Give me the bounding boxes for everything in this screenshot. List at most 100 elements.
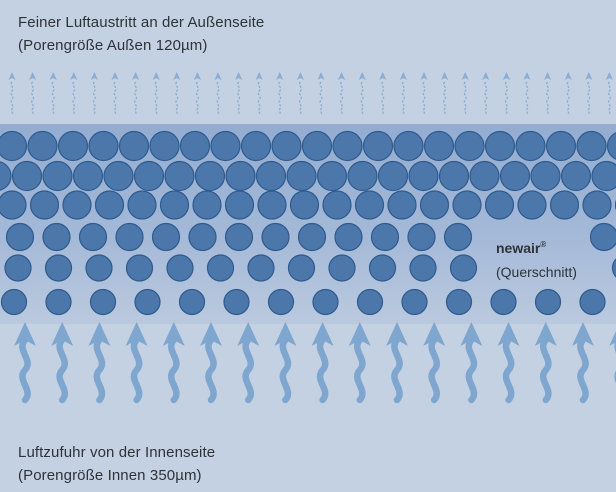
pore-bead xyxy=(42,222,71,252)
product-name: newair xyxy=(496,240,541,256)
pore-bead xyxy=(370,222,400,252)
pore-bead xyxy=(4,254,32,282)
pore-bead xyxy=(255,160,287,192)
pore-bead xyxy=(11,160,43,192)
pore-bead xyxy=(591,160,616,192)
inflow-arrow-icon xyxy=(609,331,616,384)
pore-bead xyxy=(316,160,348,192)
inflow-arrow-icon xyxy=(200,322,222,404)
fine-arrow-icon xyxy=(255,72,263,116)
pore-bead xyxy=(271,130,302,162)
inflow-arrow-icon xyxy=(386,322,408,404)
pore-bead xyxy=(78,222,108,252)
bead-rows xyxy=(0,130,616,316)
pore-bead xyxy=(312,288,339,316)
pore-bead xyxy=(332,130,363,162)
fine-arrow-icon xyxy=(296,72,304,116)
pore-bead xyxy=(517,190,547,220)
pore-bead xyxy=(452,190,482,220)
pore-bead xyxy=(401,288,428,316)
pore-bead xyxy=(469,160,500,192)
pore-bead xyxy=(85,254,113,282)
pore-bead xyxy=(560,160,592,192)
pore-bead xyxy=(45,288,72,316)
pore-bead xyxy=(88,130,119,162)
pore-bead xyxy=(151,222,181,252)
inflow-arrow-icon xyxy=(125,322,148,404)
pore-bead xyxy=(301,130,333,162)
pore-bead xyxy=(62,190,92,220)
pore-bead xyxy=(125,254,154,282)
inflow-arrow-icon xyxy=(14,322,36,404)
pore-bead xyxy=(257,190,287,220)
fine-arrow-icon xyxy=(379,72,387,116)
pore-bead xyxy=(29,190,60,220)
fine-arrow-icon xyxy=(235,72,243,116)
inflow-arrow-icon xyxy=(572,322,594,404)
pore-bead xyxy=(267,288,295,316)
pore-bead xyxy=(582,190,612,220)
pore-bead xyxy=(149,130,180,162)
pore-bead xyxy=(322,190,352,220)
pore-bead xyxy=(611,258,616,278)
inflow-arrow-icon xyxy=(274,322,297,404)
pore-bead xyxy=(449,254,478,282)
inflow-arrow-icon xyxy=(51,322,74,404)
pore-bead xyxy=(347,160,378,192)
pore-bead xyxy=(192,190,222,220)
pore-bead xyxy=(419,190,450,220)
inflow-arrow-icon xyxy=(534,322,557,404)
pore-bead xyxy=(579,288,606,316)
pore-bead xyxy=(206,254,235,282)
pore-bead xyxy=(89,288,117,316)
inflow-arrow-icon xyxy=(497,322,520,404)
fine-arrow-icon xyxy=(132,72,140,116)
pore-bead xyxy=(94,190,125,220)
pore-bead xyxy=(408,160,439,192)
pore-bead xyxy=(179,130,211,162)
inflow-arrow-icon xyxy=(423,322,446,404)
inflow-arrow-icon xyxy=(311,322,334,404)
pore-bead xyxy=(443,222,473,252)
inflow-arrow-icon xyxy=(88,322,111,404)
pore-bead xyxy=(334,222,363,252)
pore-bead xyxy=(0,161,12,191)
pore-bead xyxy=(188,222,217,252)
inflow-arrow-icon xyxy=(237,322,260,404)
pore-bead xyxy=(530,160,561,192)
pore-bead xyxy=(545,130,577,162)
fine-arrow-icon xyxy=(317,72,325,116)
pore-bead xyxy=(407,222,436,252)
pore-bead xyxy=(44,254,73,282)
pore-bead xyxy=(225,160,256,192)
registered-mark: ® xyxy=(540,240,547,249)
inflow-arrow-icon xyxy=(348,322,371,404)
fine-arrow-icon xyxy=(193,72,201,116)
pore-bead xyxy=(247,254,275,282)
pore-bead xyxy=(133,160,165,192)
fine-arrow-icon xyxy=(90,72,98,116)
outflow-caption-line2: (Porengröße Außen 120µm) xyxy=(18,37,208,54)
pore-bead xyxy=(57,130,89,162)
pore-bead xyxy=(368,254,397,282)
pore-bead xyxy=(484,130,516,162)
pore-bead xyxy=(164,160,195,192)
pore-bead xyxy=(42,160,73,192)
fine-arrow-icon xyxy=(564,72,572,116)
pore-bead xyxy=(387,190,417,220)
pore-bead xyxy=(289,190,320,220)
fine-arrow-icon xyxy=(111,72,119,116)
pore-bead xyxy=(515,130,546,162)
fine-arrow-icon xyxy=(28,72,37,116)
pore-bead xyxy=(438,160,470,192)
pore-bead xyxy=(224,190,255,220)
pore-bead xyxy=(178,288,206,316)
pore-bead xyxy=(261,222,290,252)
fine-arrow-icon xyxy=(605,72,613,116)
fine-arrow-icon xyxy=(420,72,428,116)
outflow-caption: Feiner Luftaustritt an der Außenseite (P… xyxy=(18,11,264,57)
product-note: (Querschnitt) xyxy=(496,264,577,280)
fine-arrow-icon xyxy=(8,72,16,116)
pore-bead xyxy=(118,130,150,162)
product-label: newair® (Querschnitt) xyxy=(496,233,577,284)
